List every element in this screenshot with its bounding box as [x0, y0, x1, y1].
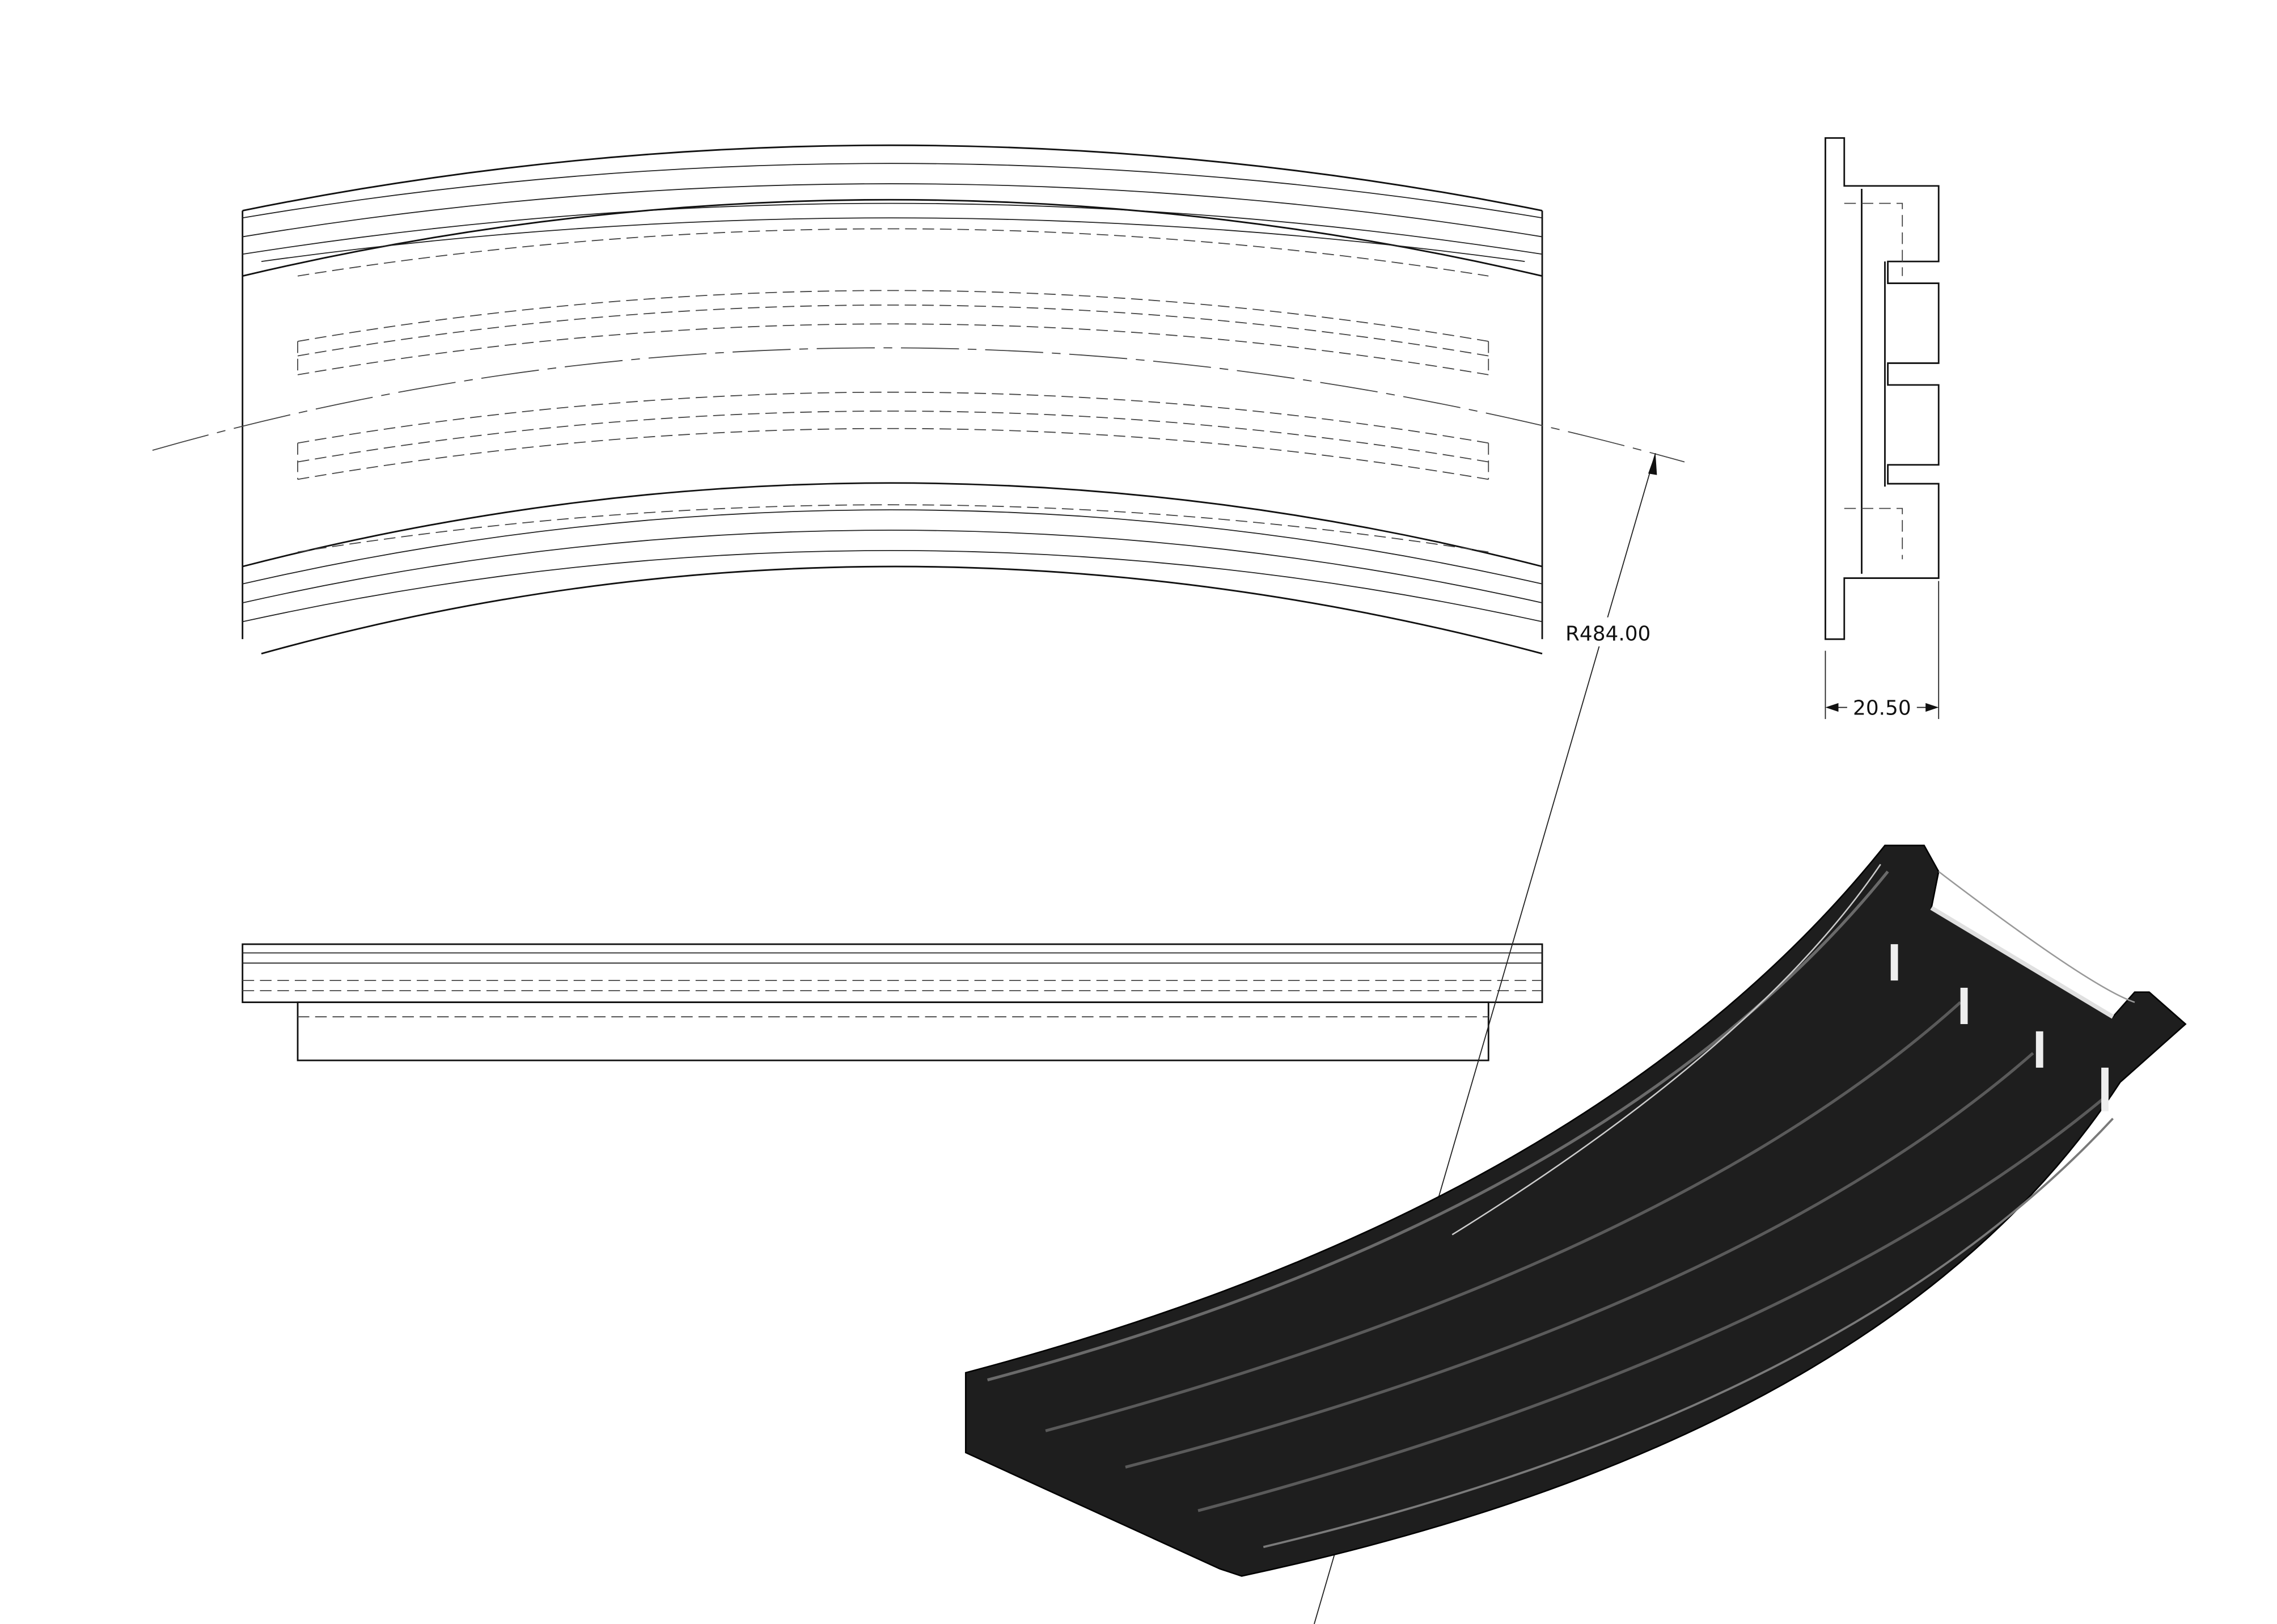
arrow-icon — [1648, 453, 1657, 475]
isometric-render — [964, 844, 2187, 1577]
side-view: 20.50 — [1825, 137, 1940, 720]
radius-label: R484.00 — [1565, 623, 1650, 646]
thickness-dimension: 20.50 — [1853, 696, 1911, 720]
bottom-view — [242, 943, 1543, 1061]
front-view — [152, 144, 1685, 655]
arrow-right-icon — [1925, 703, 1939, 712]
arrow-left-icon — [1825, 703, 1839, 712]
